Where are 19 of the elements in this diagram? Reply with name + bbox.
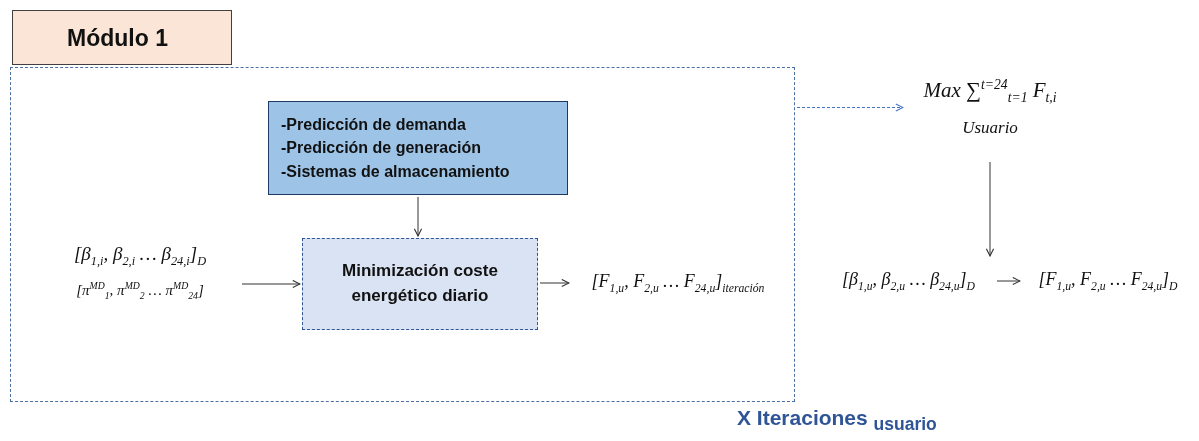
box-text: -Predicción de demanda -Predicción de generación -Sistemas de almacenamiento [281,115,511,182]
module-title: Módulo 1 [12,10,232,65]
box-text: Minimización coste energético diario [341,260,499,307]
arrow [796,103,904,112]
math-expression: [β$_{1,u}$, β$_{2,u}$ … β$_{24,u}$]$_{D}$ [841,269,976,293]
math-expression: Max ∑$^{t=24}$$_{t=1}$ F$_{t,i}$ [923,76,1057,107]
arrow [241,279,301,289]
math-caption: Usuario [962,118,1018,139]
iterations-note: X Iteraciones $_{usuario}$ [737,406,937,436]
math-expression: [F$_{1,u}$, F$_{2,u}$ … F$_{24,u}$]$_{D}$ [1038,269,1178,293]
process-box [302,238,538,330]
arrow [985,161,995,257]
math-expression: [F$_{1,u}$, F$_{2,u}$ … F$_{24,u}$]$_{iteración}$ [591,271,765,295]
arrow [539,278,570,288]
math-expression: [β$_{1,i}$, β$_{2,i}$ … β$_{24,i}$]$_{D}$ [73,242,207,269]
arrow [413,196,423,237]
math-caption: [π$^{MD}$$_{1}$, π$^{MD}$$_{2}$ … π$^{MD}$$_{24}$] [76,280,204,302]
process-box [268,101,568,195]
arrow [996,276,1021,286]
